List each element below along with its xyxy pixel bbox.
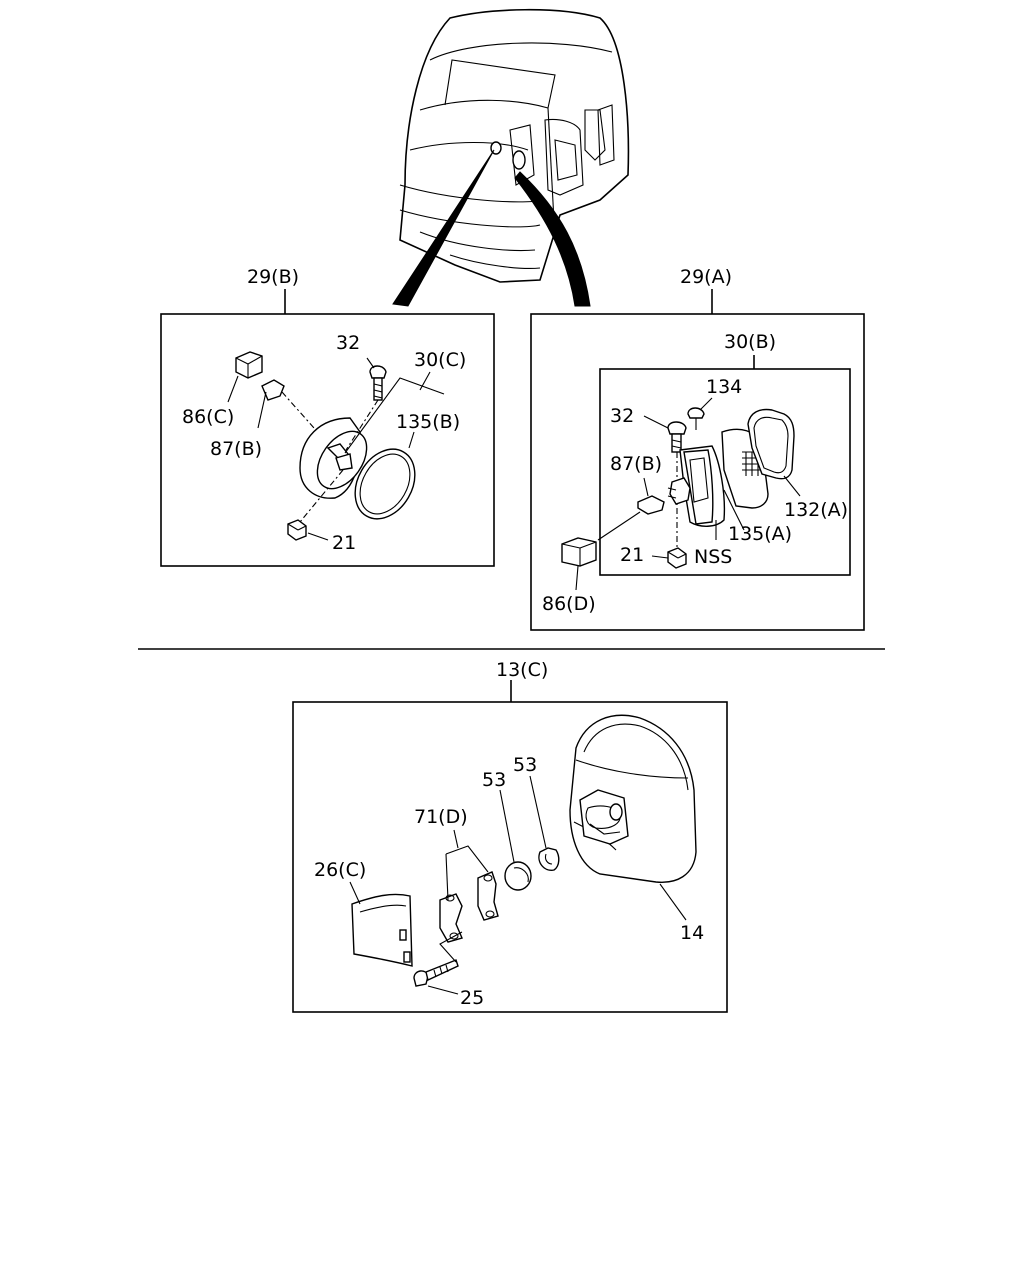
label-group-29a: 29(A) [680, 266, 732, 288]
label-30c: 30(C) [414, 349, 466, 371]
label-21-left: 21 [332, 532, 356, 554]
panel-13c: 13(C) 14 53 53 71(D) [292, 659, 728, 1013]
panel-29a: 29(A) 30(B) 32 134 135(A) [530, 266, 865, 631]
label-21-right: 21 [620, 544, 644, 566]
label-32-right: 32 [610, 405, 634, 427]
label-25: 25 [460, 987, 484, 1009]
label-nss: NSS [694, 546, 732, 568]
callout-leader-right [514, 171, 591, 307]
label-30b: 30(B) [724, 331, 776, 353]
label-135a: 135(A) [728, 523, 792, 545]
label-86d: 86(D) [542, 593, 596, 615]
label-87b-right: 87(B) [610, 453, 662, 475]
label-87b-left: 87(B) [210, 438, 262, 460]
truck-cab-illustration [399, 8, 630, 283]
label-71d: 71(D) [414, 806, 468, 828]
label-86c: 86(C) [182, 406, 234, 428]
label-132a: 132(A) [784, 499, 848, 521]
label-group-29b: 29(B) [247, 266, 299, 288]
label-134: 134 [706, 376, 742, 398]
panel-29b: 29(B) 86(C) 87(B) 32 30(C) [160, 266, 495, 567]
label-53-right: 53 [513, 754, 537, 776]
label-53-left: 53 [482, 769, 506, 791]
callout-leader-left [392, 149, 495, 307]
label-14: 14 [680, 922, 704, 944]
label-group-13c: 13(C) [496, 659, 548, 681]
label-135b: 135(B) [396, 411, 460, 433]
label-26c: 26(C) [314, 859, 366, 881]
label-32-left: 32 [336, 332, 360, 354]
